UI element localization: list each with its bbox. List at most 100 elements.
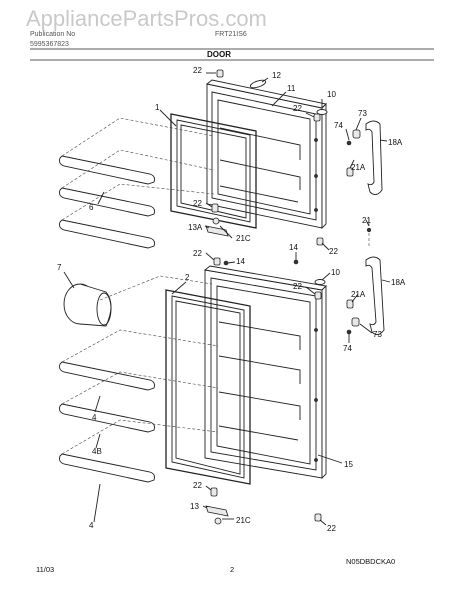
- plug-22-fresh-right: [314, 291, 322, 300]
- plug-22-right: [313, 113, 321, 122]
- label-21A: 21A: [351, 163, 366, 172]
- freezer-screw-1: [314, 138, 318, 142]
- fresh-gasket-outer: [165, 289, 251, 485]
- label-4B: 4B: [92, 447, 102, 456]
- screw-74-lower: [346, 329, 352, 335]
- plug-22-fresh-top: [213, 257, 221, 266]
- label-22: 22: [293, 104, 302, 113]
- label-6: 6: [89, 203, 94, 212]
- label-21C: 21C: [236, 516, 251, 525]
- label-73: 73: [358, 109, 367, 118]
- label-18A: 18A: [391, 278, 406, 287]
- fresh-screw-1: [314, 328, 318, 332]
- freezer-gasket-inner2: [180, 124, 247, 219]
- label-12: 12: [272, 71, 281, 80]
- fresh-guide-1: [61, 329, 219, 363]
- freezer-liner-shelf-2: [219, 159, 301, 190]
- label-22: 22: [193, 249, 202, 258]
- model-number: FRT21IS6: [215, 31, 247, 38]
- plug-22-bottom: [210, 487, 218, 497]
- spacer-21A-lower: [346, 299, 354, 309]
- plug-22-lower: [211, 203, 219, 213]
- label-22: 22: [329, 247, 338, 256]
- screw-14-right: [293, 259, 299, 265]
- plug-10-lower: [314, 279, 326, 285]
- bin-guide: [99, 275, 213, 301]
- fresh-door-liner: [210, 277, 317, 471]
- bushing-22-lower: [212, 217, 220, 225]
- label-13: 13: [190, 502, 199, 511]
- freezer-shelf-1: [59, 155, 155, 185]
- plug-22-hinge-side: [316, 237, 324, 246]
- watermark-text: AppliancePartsPros.com: [26, 6, 267, 31]
- label-74: 74: [334, 121, 343, 130]
- freezer-gasket-inner: [176, 119, 251, 223]
- fresh-liner-shelf-4: [218, 425, 299, 441]
- leader-lines: [63, 72, 391, 526]
- fresh-handle-18A: [365, 256, 385, 335]
- section-title: DOOR: [207, 50, 231, 59]
- label-22: 22: [193, 199, 202, 208]
- freezer-handle-18A: [365, 120, 383, 195]
- fresh-liner-shelf-1: [218, 321, 301, 350]
- freezer-shelves-6: [59, 117, 215, 249]
- freezer-screw-2: [314, 174, 318, 178]
- fresh-liner-shelf-2: [218, 355, 301, 384]
- screw-14-fresh: [223, 260, 229, 266]
- freezer-shelf-2: [59, 187, 155, 217]
- label-21: 21: [362, 216, 371, 225]
- label-10: 10: [327, 90, 336, 99]
- freezer-shelf-3: [59, 219, 155, 249]
- label-22: 22: [193, 481, 202, 490]
- label-15: 15: [344, 460, 353, 469]
- footer-page: 2: [230, 565, 234, 574]
- publication-number: 5995367823: [30, 41, 69, 48]
- dairy-bin-7: [63, 283, 112, 327]
- fresh-gasket-inner2: [175, 300, 241, 475]
- label-4: 4: [92, 413, 97, 422]
- door-shelf-4B: [59, 403, 155, 433]
- label-22: 22: [193, 66, 202, 75]
- hinge-13: [205, 505, 229, 517]
- label-10: 10: [331, 268, 340, 277]
- fresh-gasket-inner: [171, 295, 245, 479]
- bushing-21C-bottom: [214, 517, 222, 525]
- screw-74-upper: [346, 140, 352, 146]
- freezer-door-outer: [206, 83, 323, 229]
- label-4: 4: [89, 521, 94, 530]
- hinge-13A: [205, 225, 229, 237]
- label-14: 14: [289, 243, 298, 252]
- freezer-door-liner-inner: [217, 99, 311, 215]
- fresh-guide-3: [61, 419, 219, 455]
- shelf-guide-1: [61, 117, 215, 157]
- label-13A: 13A: [188, 223, 203, 232]
- publication-label: Publication No: [30, 31, 75, 38]
- label-11: 11: [287, 84, 296, 93]
- fresh-door-liner-inner: [216, 285, 311, 465]
- label-73: 73: [373, 330, 382, 339]
- label-2: 2: [185, 273, 190, 282]
- freezer-gasket-outer: [170, 113, 257, 229]
- fresh-screw-3: [314, 458, 318, 462]
- label-1: 1: [155, 103, 160, 112]
- door-shelf-4-upper: [59, 361, 155, 391]
- fresh-guide-2: [61, 371, 219, 405]
- fresh-food-door-assembly: [165, 257, 327, 525]
- freezer-door-assembly: [170, 69, 328, 237]
- dairy-bin-body: [79, 283, 112, 327]
- label-22: 22: [293, 282, 302, 291]
- footer-date: 11/03: [36, 565, 54, 574]
- freezer-door-side-edge: [321, 102, 327, 230]
- freezer-screw-3: [314, 208, 318, 212]
- plug-10-upper: [316, 109, 328, 115]
- freezer-door-liner: [211, 91, 317, 221]
- label-21A: 21A: [351, 290, 366, 299]
- freezer-liner-shelf-1: [219, 127, 301, 160]
- screw-21: [366, 227, 372, 233]
- plug-22-top: [216, 69, 224, 78]
- label-74: 74: [343, 344, 352, 353]
- handle-cap-73-upper: [352, 129, 361, 139]
- door-shelf-4-lower: [59, 453, 155, 483]
- shelf-guide-3: [61, 183, 215, 221]
